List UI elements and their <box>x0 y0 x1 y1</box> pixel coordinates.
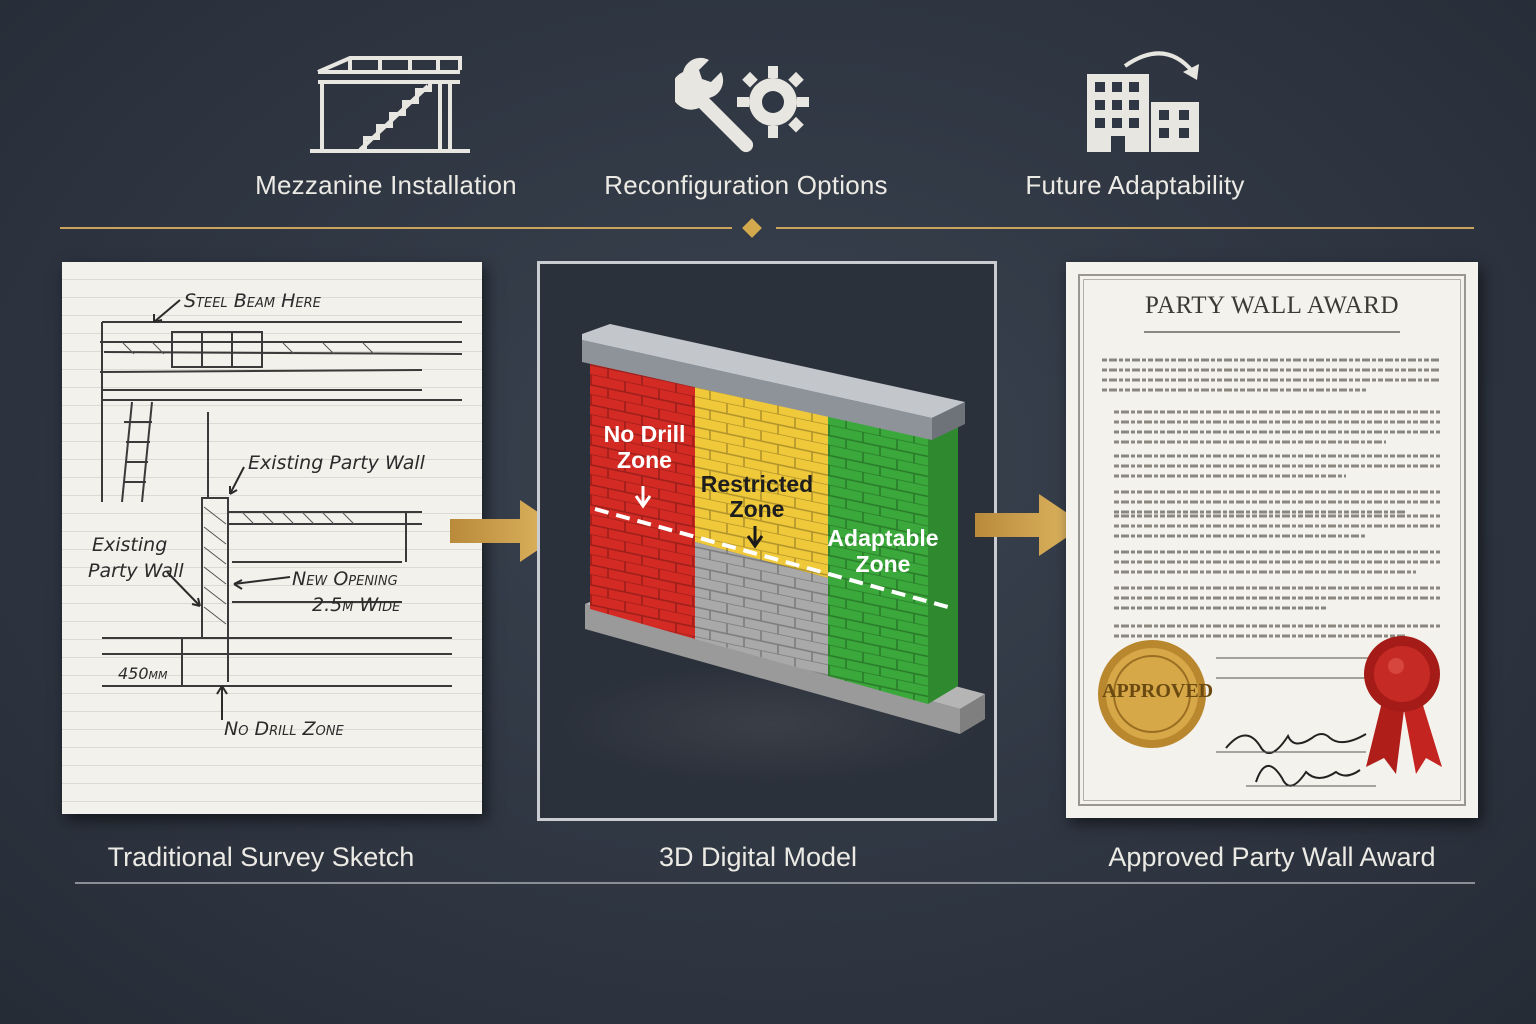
party-wall-award-document: PARTY WALL AWARD <box>1066 262 1478 818</box>
footer-divider <box>75 882 1475 884</box>
panel-label-model: 3D Digital Model <box>658 842 858 872</box>
zone-label-adaptable-2: Zone <box>855 551 911 577</box>
sketch-note-wall-top: Existing Party Wall <box>248 452 425 474</box>
panel-label-award: Approved Party Wall Award <box>1108 842 1436 872</box>
sketch-note-wall-left-2: Party Wall <box>88 560 184 582</box>
header-divider-right <box>776 227 1474 229</box>
award-body-text <box>1098 331 1442 787</box>
sketch-note-nodrill: No Drill Zone <box>224 718 344 740</box>
award-inner-border <box>1083 279 1461 801</box>
header-divider-diamond <box>742 218 762 238</box>
digital-model-frame: No Drill Zone Restricted Zone Adaptable … <box>537 261 997 821</box>
panel-label-sketch: Traditional Survey Sketch <box>107 842 415 872</box>
zone-label-restricted-2: Zone <box>729 496 785 522</box>
survey-sketch-paper: Steel Beam Here Existing Party Wall Exis… <box>62 262 482 814</box>
mezzanine-icon <box>310 56 470 153</box>
wrench-gear-icon <box>675 57 809 153</box>
approved-seal-icon <box>1098 640 1206 748</box>
sketch-dimension: 450mm <box>118 664 168 683</box>
zone-label-restricted-1: Restricted <box>700 471 814 497</box>
sketch-note-opening-2: 2.5m Wide <box>312 594 401 616</box>
wall-model-drawing <box>560 324 985 784</box>
award-border <box>1078 274 1466 806</box>
zone-label-no-drill-1: No Drill <box>603 421 686 447</box>
award-title: PARTY WALL AWARD <box>1144 292 1400 319</box>
feature-label-adaptability: Future Adaptability <box>1025 170 1245 200</box>
approved-seal-text: APPROVED <box>1102 680 1214 702</box>
sketch-note-wall-left-1: Existing <box>92 534 168 556</box>
sketch-drawing <box>99 299 463 720</box>
header-divider-left <box>60 227 732 229</box>
flow-arrow-2 <box>975 494 1085 556</box>
red-ribbon-seal-icon <box>1364 636 1442 774</box>
buildings-arrow-icon <box>1087 51 1199 152</box>
feature-label-mezzanine: Mezzanine Installation <box>255 170 517 200</box>
zone-label-no-drill-2: Zone <box>617 447 672 473</box>
feature-label-reconfiguration: Reconfiguration Options <box>604 170 888 200</box>
zone-label-adaptable-1: Adaptable <box>827 525 939 551</box>
sketch-note-beam: Steel Beam Here <box>184 290 321 312</box>
sketch-note-opening-1: New Opening <box>292 568 398 590</box>
